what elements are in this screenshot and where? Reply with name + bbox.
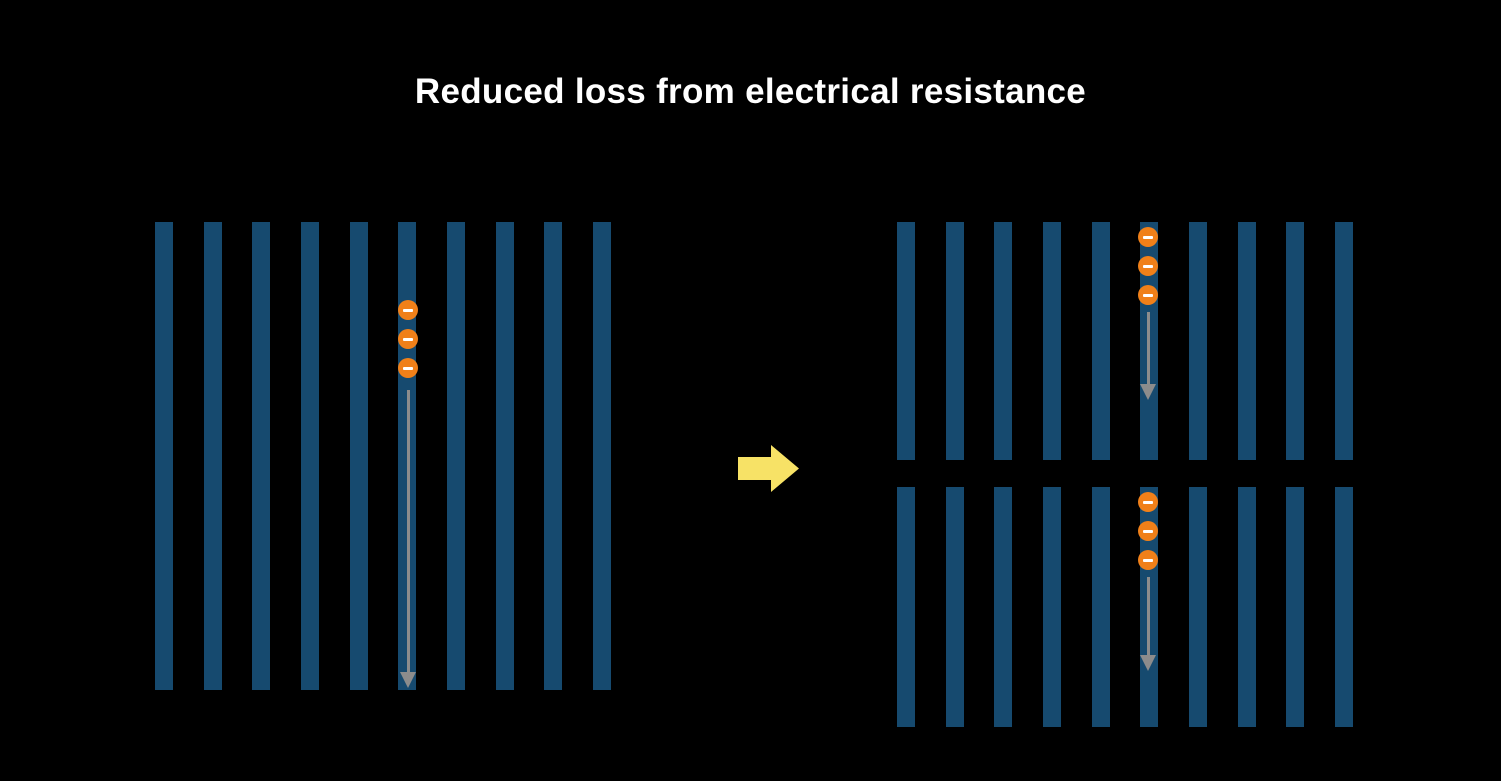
minus-icon	[1143, 293, 1153, 297]
busbar	[1286, 487, 1305, 727]
electron-minus-icon	[1138, 550, 1158, 570]
right-bottom-electron-flow	[1138, 492, 1158, 671]
busbar	[300, 222, 319, 690]
busbar	[155, 222, 173, 690]
electron-stack	[398, 300, 418, 378]
minus-icon	[403, 366, 413, 370]
minus-icon	[1143, 264, 1153, 268]
electron-stack	[1138, 492, 1158, 570]
right-arrow-icon	[738, 445, 799, 492]
busbar	[1188, 487, 1207, 727]
left-electron-flow	[398, 300, 418, 688]
right-bottom-busbar-group	[897, 487, 1353, 727]
electron-minus-icon	[398, 329, 418, 349]
busbar	[945, 222, 964, 460]
busbar	[994, 222, 1013, 460]
busbar	[203, 222, 222, 690]
busbar	[349, 222, 368, 690]
minus-icon	[403, 308, 413, 312]
busbar	[1334, 487, 1353, 727]
busbar	[592, 222, 611, 690]
electron-minus-icon	[1138, 492, 1158, 512]
electron-stack	[1138, 227, 1158, 305]
minus-icon	[1143, 558, 1153, 562]
busbar	[1188, 222, 1207, 460]
minus-icon	[1143, 235, 1153, 239]
busbar	[446, 222, 465, 690]
busbar	[1042, 487, 1061, 727]
minus-icon	[403, 337, 413, 341]
diagram-title: Reduced loss from electrical resistance	[414, 72, 1087, 111]
down-arrow-icon	[1140, 655, 1156, 671]
busbar	[1042, 222, 1061, 460]
electron-minus-icon	[1138, 227, 1158, 247]
busbar	[897, 222, 915, 460]
down-arrow-icon	[400, 672, 416, 688]
busbar	[1237, 222, 1256, 460]
busbar	[544, 222, 563, 690]
electron-minus-icon	[1138, 256, 1158, 276]
flow-line	[1146, 577, 1150, 655]
busbar	[1237, 487, 1256, 727]
busbar	[897, 487, 915, 727]
left-busbar-group	[155, 222, 611, 690]
busbar	[994, 487, 1013, 727]
flow-line	[1146, 312, 1150, 384]
busbar	[1334, 222, 1353, 460]
right-top-busbar-group	[897, 222, 1353, 460]
right-top-electron-flow	[1138, 227, 1158, 400]
busbar	[945, 487, 964, 727]
busbar	[1091, 487, 1110, 727]
minus-icon	[1143, 529, 1153, 533]
electron-minus-icon	[398, 358, 418, 378]
minus-icon	[1143, 500, 1153, 504]
flow-line	[406, 390, 410, 672]
electron-minus-icon	[1138, 285, 1158, 305]
busbar	[1091, 222, 1110, 460]
electron-minus-icon	[398, 300, 418, 320]
down-arrow-icon	[1140, 384, 1156, 400]
electron-minus-icon	[1138, 521, 1158, 541]
busbar	[252, 222, 271, 690]
busbar	[495, 222, 514, 690]
busbar	[1286, 222, 1305, 460]
